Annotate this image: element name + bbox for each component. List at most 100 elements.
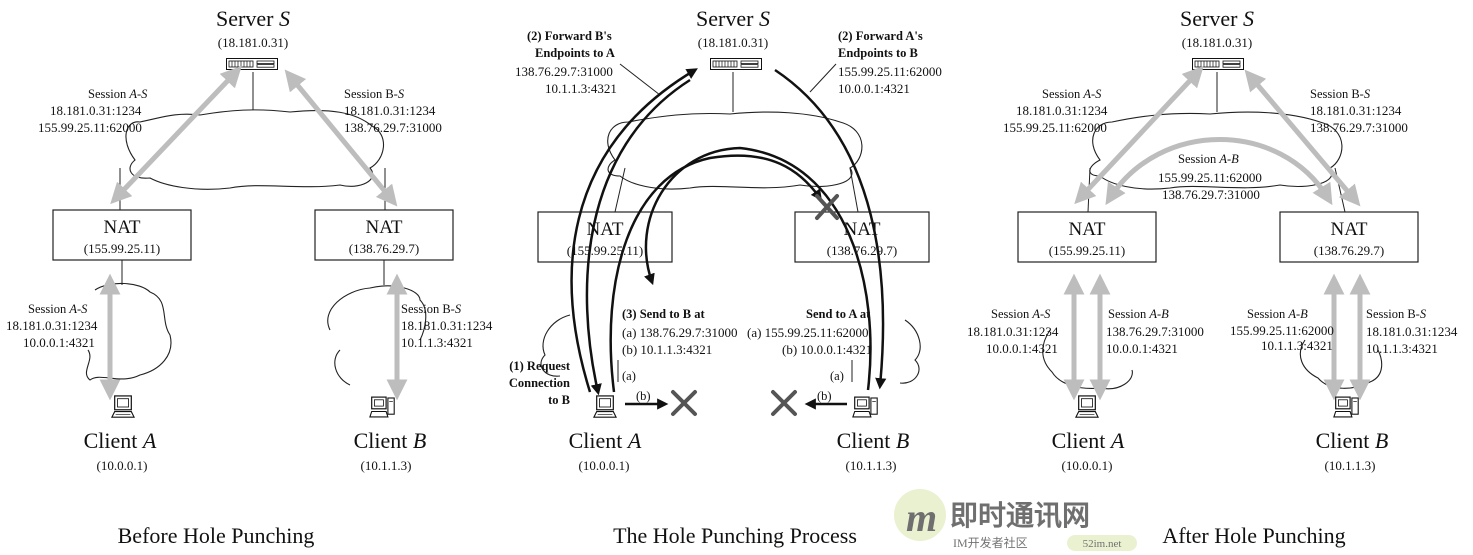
panel-after: Server S (18.181.0.31) Session A-S 18.18… xyxy=(967,6,1458,548)
client-a-ip: (10.0.0.1) xyxy=(579,458,630,473)
arrow-session-a-s-top xyxy=(110,65,242,205)
watermark-url-badge xyxy=(1067,535,1137,551)
server-icon xyxy=(710,58,762,70)
session-a-b-bottom-b-line2: 10.1.1.3:4321 xyxy=(1261,338,1333,353)
session-a-s-top-line2: 155.99.25.11:62000 xyxy=(1003,120,1107,135)
blocked-x-icon xyxy=(671,390,697,416)
session-b-s-bottom-line1: 18.181.0.31:1234 xyxy=(1366,324,1458,339)
watermark-sub: IM开发者社区 xyxy=(953,535,1028,550)
internet-cloud xyxy=(607,111,863,190)
request-line3: to B xyxy=(548,393,570,407)
nat-a-ip: (155.99.25.11) xyxy=(567,243,643,258)
forward-b-line1: (2) Forward B's xyxy=(527,29,612,43)
panel-process: Server S (18.181.0.31) (2) Forward B's E… xyxy=(509,6,942,548)
session-a-s-top-line1: 18.181.0.31:1234 xyxy=(50,103,142,118)
send-to-a-b: (b) 10.0.0.1:4321 xyxy=(782,342,872,357)
send-to-b-a: (a) 138.76.29.7:31000 xyxy=(622,325,738,340)
blocked-x-icon xyxy=(815,194,839,220)
client-a-ip: (10.0.0.1) xyxy=(97,458,148,473)
mark-b-right: (b) xyxy=(817,389,832,403)
nat-b-title: NAT xyxy=(1331,219,1368,240)
nat-a-title: NAT xyxy=(1069,219,1106,240)
nat-a-title: NAT xyxy=(587,219,624,240)
lan-b-cloud xyxy=(899,319,921,384)
session-a-b-bottom-a-title: Session A-B xyxy=(1108,307,1169,321)
forward-b-line2: Endpoints to A xyxy=(535,46,615,60)
forward-a-pointer xyxy=(809,63,837,93)
nat-b-title: NAT xyxy=(844,219,881,240)
session-a-s-top-line1: 18.181.0.31:1234 xyxy=(1016,103,1108,118)
request-line1: (1) Request xyxy=(509,359,571,373)
forward-b-endpoint1: 138.76.29.7:31000 xyxy=(515,64,613,79)
nat-b-ip: (138.76.29.7) xyxy=(1314,243,1384,258)
session-a-b-mid-title: Session A-B xyxy=(1178,152,1239,166)
nat-a-ip: (155.99.25.11) xyxy=(84,241,160,256)
session-a-s-bottom-line1: 18.181.0.31:1234 xyxy=(967,324,1059,339)
nat-b-box xyxy=(794,211,930,263)
watermark-logo-icon xyxy=(894,489,946,541)
session-a-s-top-title: Session A-S xyxy=(1042,87,1102,101)
session-a-s-bottom-line2: 10.0.0.1:4321 xyxy=(23,335,95,350)
lan-a-cloud xyxy=(540,314,571,377)
session-b-s-top-line1: 18.181.0.31:1234 xyxy=(1310,103,1402,118)
lan-a-cloud xyxy=(85,282,172,381)
session-b-s-top-title: Session B-S xyxy=(1310,87,1371,101)
session-b-s-bottom-line2: 10.1.1.3:4321 xyxy=(401,335,473,350)
client-a-computer-icon xyxy=(111,395,135,418)
client-b-computer-icon xyxy=(852,396,878,418)
session-a-s-bottom-title: Session A-S xyxy=(991,307,1051,321)
panel-caption: After Hole Punching xyxy=(1162,523,1345,548)
client-a-title: Client A xyxy=(569,428,642,453)
blocked-x-icon xyxy=(771,390,797,416)
watermark: m 即时通讯网 IM开发者社区 52im.net xyxy=(894,489,1137,551)
session-a-s-bottom-line2: 10.0.0.1:4321 xyxy=(986,341,1058,356)
request-line2: Connection xyxy=(509,376,570,390)
nat-a-title: NAT xyxy=(104,217,141,238)
arrow-send-b-to-nat-a xyxy=(644,146,872,391)
nat-b-uplink xyxy=(849,167,859,213)
watermark-logo-letter: m xyxy=(906,495,937,540)
client-b-ip: (10.1.1.3) xyxy=(1325,458,1376,473)
watermark-name: 即时通讯网 xyxy=(950,500,1090,532)
mark-a-right: (a) xyxy=(830,369,844,383)
client-b-ip: (10.1.1.3) xyxy=(361,458,412,473)
client-a-ip: (10.0.0.1) xyxy=(1062,458,1113,473)
session-b-s-bottom-line1: 18.181.0.31:1234 xyxy=(401,318,493,333)
nat-a-uplink xyxy=(614,167,626,213)
session-b-s-top-line2: 138.76.29.7:31000 xyxy=(1310,120,1408,135)
panel-before: Server S (18.181.0.31) Session A-S 18.18… xyxy=(6,6,493,548)
session-a-s-top-title: Session A-S xyxy=(88,87,148,101)
session-b-s-top-line1: 18.181.0.31:1234 xyxy=(344,103,436,118)
client-b-computer-icon xyxy=(369,396,395,418)
client-a-computer-icon xyxy=(593,395,617,418)
panel-caption: The Hole Punching Process xyxy=(613,523,857,548)
panel-caption: Before Hole Punching xyxy=(118,523,315,548)
forward-a-line1: (2) Forward A's xyxy=(838,29,923,43)
session-b-s-bottom-title: Session B-S xyxy=(401,302,462,316)
arrow-forward-b-to-a xyxy=(585,78,691,396)
session-a-b-bottom-b-line1: 155.99.25.11:62000 xyxy=(1230,323,1334,338)
mark-a-left: (a) xyxy=(622,369,636,383)
session-b-s-top-line2: 138.76.29.7:31000 xyxy=(344,120,442,135)
nat-b-ip: (138.76.29.7) xyxy=(827,243,897,258)
nat-b-box xyxy=(314,209,454,261)
session-a-s-bottom-title: Session A-S xyxy=(28,302,88,316)
arrow-forward-a-to-b xyxy=(774,68,887,390)
client-a-title: Client A xyxy=(1052,428,1125,453)
watermark-url: 52im.net xyxy=(1083,538,1122,550)
nat-a-box xyxy=(1017,211,1157,263)
server-ip: (18.181.0.31) xyxy=(218,35,288,50)
arrow-session-a-b-mid xyxy=(1105,137,1333,206)
nat-b-box xyxy=(1279,211,1419,263)
session-a-b-mid-line2: 138.76.29.7:31000 xyxy=(1162,187,1260,202)
session-a-s-bottom-line1: 18.181.0.31:1234 xyxy=(6,318,98,333)
client-b-title: Client B xyxy=(837,428,910,453)
server-ip: (18.181.0.31) xyxy=(698,35,768,50)
forward-a-endpoint1: 155.99.25.11:62000 xyxy=(838,64,942,79)
send-to-b-title: (3) Send to B at xyxy=(622,307,705,321)
client-b-computer-icon xyxy=(1333,396,1359,418)
nat-b-title: NAT xyxy=(366,217,403,238)
server-title: Server S xyxy=(1180,6,1254,31)
arrow-session-b-s-top xyxy=(1244,69,1361,207)
